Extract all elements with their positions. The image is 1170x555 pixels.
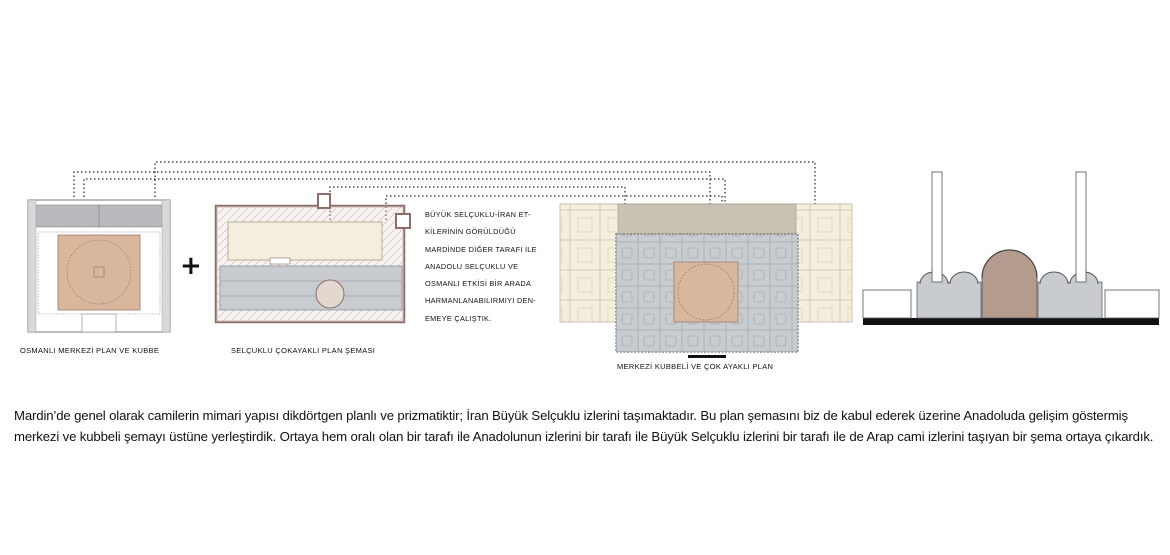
note-line: HARMANLANABILIRMIYI DEN- [425,296,536,306]
section-elevation [862,171,1160,325]
note-line: BÜYÜK SELÇUKLU-İRAN ET- [425,210,531,219]
seljuk-hypostyle-plan [214,193,411,324]
caption-ottoman-plan: OSMANLI MERKEZİ PLAN VE KUBBE [20,346,160,355]
note-line: OSMANLI ETKİSİ BİR ARADA [425,279,532,289]
ottoman-central-plan [27,199,171,333]
note-line: EMEYE ÇALIŞTIK. [425,313,492,323]
caption-seljuk-plan: SELÇUKLU ÇOKAYAKLI PLAN ŞEMASI [231,346,376,355]
caption-combined-plan: MERKEZİ KUBBELİ VE ÇOK AYAKLI PLAN [617,362,774,371]
description-paragraph: Mardin’de genel olarak camilerin mimari … [14,408,1154,444]
note-line: KİLERİNİN GÖRÜLDÜĞÜ [425,227,516,237]
note-line: ANADOLU SELÇUKLU VE [425,261,519,271]
combined-plan [559,203,853,358]
plus-sign: + [180,251,202,281]
note-line: MARDİNDE DİĞER TARAFI İLE [425,244,537,254]
side-note: BÜYÜK SELÇUKLU-İRAN ET- KİLERİNİN GÖRÜLD… [425,206,565,327]
